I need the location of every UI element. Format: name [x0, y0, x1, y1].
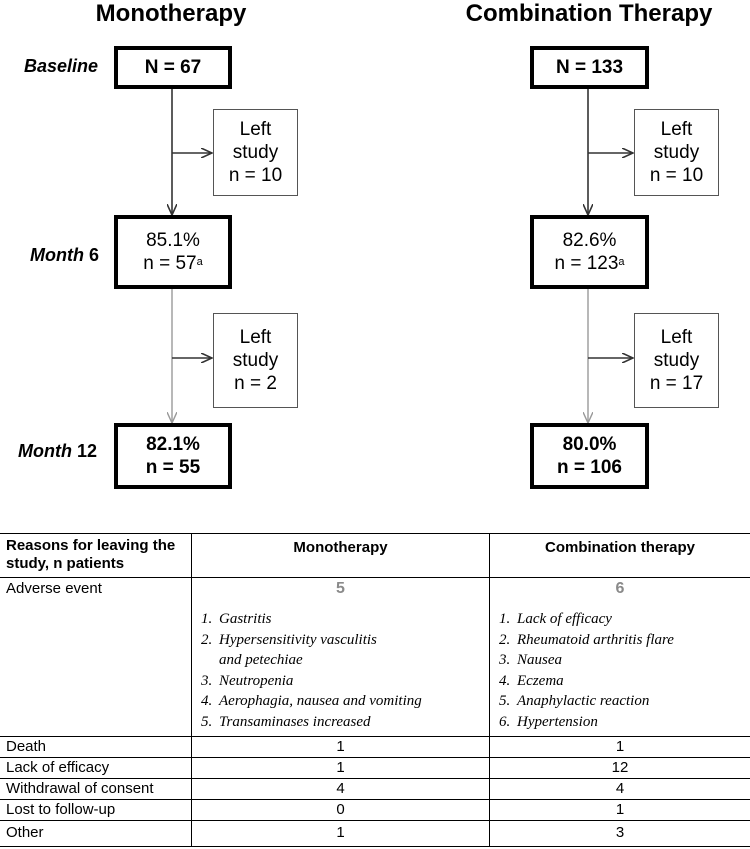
mono-left-study-box-1: Left study n = 10: [213, 109, 298, 196]
combo-baseline-box: N = 133: [530, 46, 649, 89]
combo-left-study-1-n: n = 10: [649, 165, 704, 186]
row-label-lack-of-efficacy: Lack of efficacy: [6, 759, 110, 776]
adverse-events-list-mono: 1.Gastritis 2.Hypersensitivity vasculiti…: [201, 609, 486, 732]
list-item: 5.Anaphylactic reaction: [499, 693, 650, 709]
list-item: 1.Gastritis: [201, 611, 272, 627]
list-item: 2.Rheumatoid arthritis flare: [499, 631, 674, 648]
list-item: 6.Hypertension: [499, 713, 598, 730]
adverse-events-list-combo: 1.Lack of efficacy 2.Rheumatoid arthriti…: [499, 609, 744, 732]
lack-of-efficacy-mono: 1: [336, 759, 345, 776]
combo-m6-n: n = 123a: [554, 253, 625, 274]
mono-month-6-box: 85.1% n = 57a: [114, 215, 232, 289]
header-combination-therapy: Combination therapy: [544, 539, 695, 556]
flow-arrows: [0, 88, 750, 520]
header-reasons: Reasons for leaving the study, n patient…: [6, 537, 176, 572]
mono-m6-percent: 85.1%: [146, 230, 200, 251]
month-12-label: Month 12: [18, 441, 98, 461]
row-label-other: Other: [6, 824, 44, 841]
other-combo: 3: [615, 824, 625, 841]
withdrawal-mono: 4: [336, 780, 345, 797]
mono-baseline-box: N = 67: [114, 46, 232, 89]
lost-to-follow-up-mono: 0: [336, 801, 345, 818]
list-item: 5.Transaminases increased: [201, 713, 371, 730]
header-monotherapy: Monotherapy: [293, 539, 388, 556]
combo-left-study-2-n: n = 17: [649, 373, 704, 394]
list-item: 2.Hypersensitivity vasculitis and petech…: [201, 631, 377, 669]
row-label-adverse-event: Adverse event: [6, 580, 102, 597]
mono-m12-n: n = 55: [145, 457, 201, 478]
month-6-label: Month 6: [30, 245, 99, 265]
combo-baseline-n: N = 133: [555, 57, 624, 78]
row-label-lost-to-follow-up: Lost to follow-up: [6, 801, 116, 818]
mono-baseline-n: N = 67: [144, 57, 202, 78]
lack-of-efficacy-combo: 12: [611, 759, 629, 776]
adverse-count-mono: 5: [336, 580, 345, 597]
other-mono: 1: [336, 824, 345, 841]
mono-m12-percent: 82.1%: [146, 434, 200, 455]
combination-therapy-title: Combination Therapy: [465, 0, 713, 27]
monotherapy-title: Monotherapy: [95, 0, 247, 27]
list-item: 4.Eczema: [499, 672, 564, 689]
mono-left-study-1-n: n = 10: [228, 165, 283, 186]
lost-to-follow-up-combo: 1: [615, 801, 625, 818]
adverse-count-combo: 6: [615, 580, 625, 597]
list-item: 3.Nausea: [499, 652, 562, 668]
combo-left-study-box-2: Left study n = 17: [634, 313, 719, 408]
combo-m12-percent: 80.0%: [562, 434, 617, 455]
row-label-death: Death: [6, 738, 47, 755]
withdrawal-combo: 4: [615, 780, 625, 797]
death-combo: 1: [615, 738, 625, 755]
list-item: 3.Neutropenia: [201, 672, 294, 689]
list-item: 1.Lack of efficacy: [499, 611, 612, 627]
death-mono: 1: [336, 738, 345, 755]
list-item: 4.Aerophagia, nausea and vomiting: [201, 693, 422, 709]
combo-month-6-box: 82.6% n = 123a: [530, 215, 649, 289]
combo-month-12-box: 80.0% n = 106: [530, 423, 649, 489]
combo-m6-percent: 82.6%: [562, 230, 617, 251]
combo-m12-n: n = 106: [557, 457, 622, 478]
row-label-withdrawal-of-consent: Withdrawal of consent: [6, 780, 154, 797]
mono-left-study-box-2: Left study n = 2: [213, 313, 298, 408]
combo-left-study-box-1: Left study n = 10: [634, 109, 719, 196]
mono-left-study-2-n: n = 2: [234, 373, 277, 394]
mono-m6-n: n = 57a: [143, 253, 203, 274]
mono-month-12-box: 82.1% n = 55: [114, 423, 232, 489]
baseline-label: Baseline: [24, 56, 99, 76]
